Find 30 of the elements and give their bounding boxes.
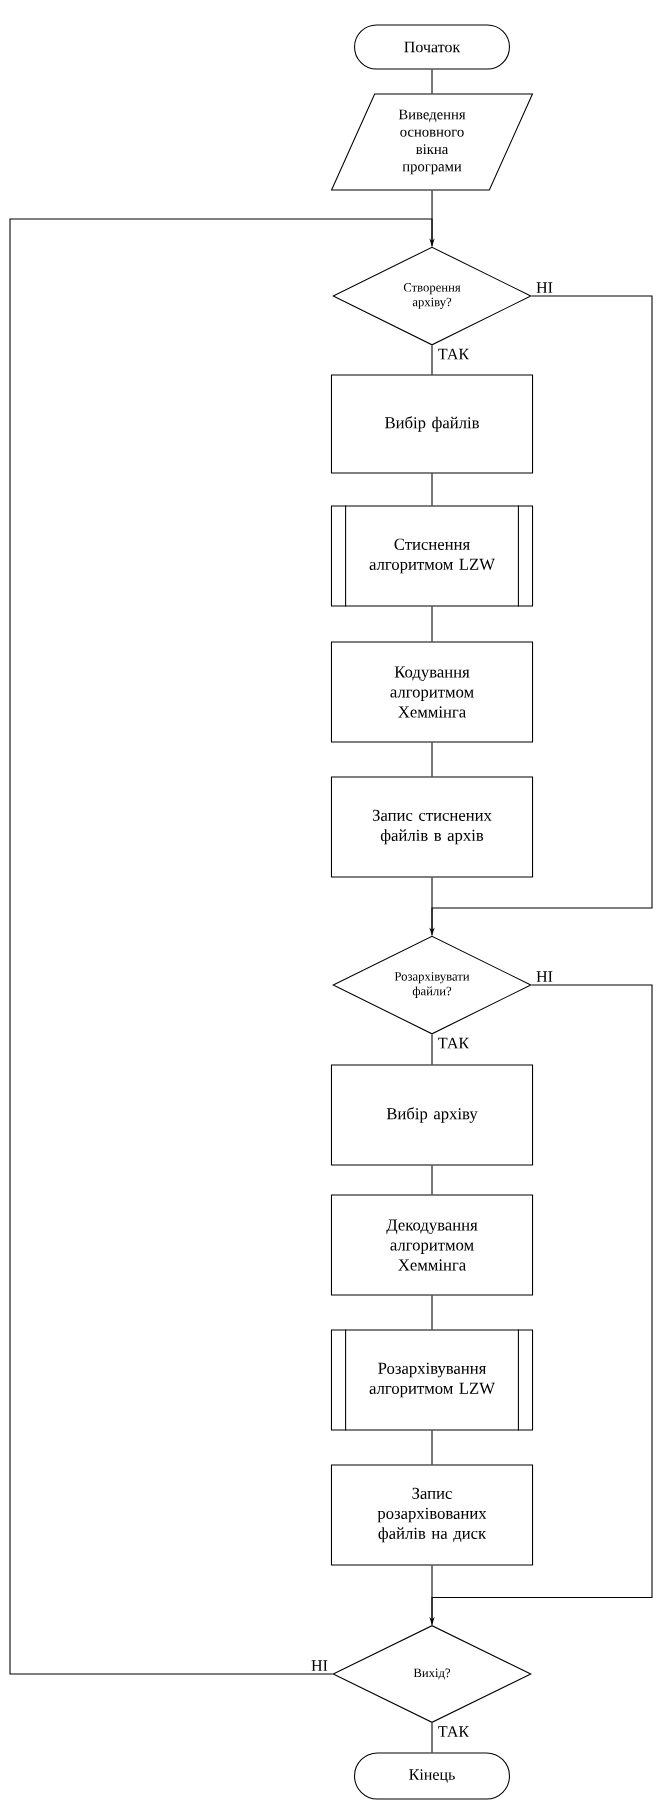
terminal-box: Початок [354,24,510,70]
subroutine-box: Стиснення алгоритмом LZW [330,504,534,608]
terminal-box: Кінець [354,1752,510,1800]
flow-line [431,1722,433,1754]
process-box: Запис стиснених файлів в архів [330,776,534,878]
process-box: Вибір файлів [330,374,534,474]
flow-line [431,473,433,506]
process-box: Кодування алгоритмом Хеммінга [330,641,534,743]
flow-line [431,877,433,936]
process-box: Запис розархівованих файлів на диск [330,1464,534,1566]
edge-label: НІ [536,971,553,982]
flow-line [431,1165,433,1195]
process-box: Вибір архіву [330,1064,534,1166]
flow-line [431,1430,433,1465]
flow-line [431,69,433,94]
flow-line [431,345,433,375]
process-box: Декодування алгоритмом Хеммінга [330,1194,534,1296]
flow-line [431,606,433,642]
flow-line [431,1295,433,1330]
edge-label: НІ [536,282,553,293]
flow-line [431,1034,433,1065]
edge-label: НІ [311,1660,328,1671]
flow-line [9,218,435,1675]
flow-line [431,742,433,777]
subroutine-box: Розархівування алгоритмом LZW [330,1328,534,1432]
edge-label: ТАК [438,1037,470,1049]
flow-line [431,190,433,247]
edge-label: ТАК [438,348,470,360]
flow-line [431,1565,433,1626]
edge-label: ТАК [438,1726,470,1737]
